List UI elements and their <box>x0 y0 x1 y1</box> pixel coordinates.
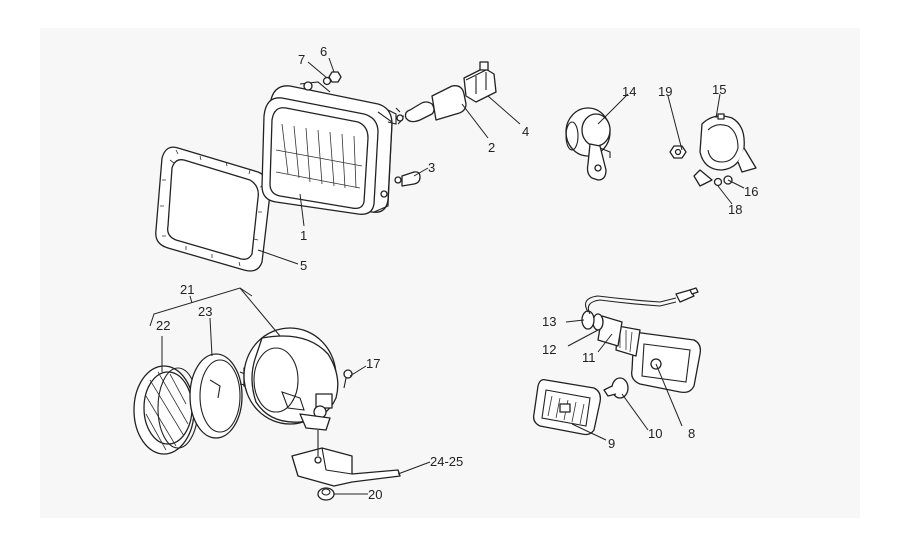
callout-5: 5 <box>300 258 307 273</box>
callout-3: 3 <box>428 160 435 175</box>
callout-4: 4 <box>522 124 529 139</box>
headlight-bulb <box>395 85 467 125</box>
callout-15: 15 <box>712 82 726 97</box>
mounting-bracket <box>291 430 401 487</box>
callout-2: 2 <box>488 140 495 155</box>
callout-24-25: 24-25 <box>430 454 463 469</box>
round-headlight-lens <box>133 365 199 455</box>
callout-1: 1 <box>300 228 307 243</box>
callout-16: 16 <box>744 184 758 199</box>
callout-labels: 1 2 3 4 5 6 7 8 9 10 11 12 13 14 15 16 1… <box>156 44 758 502</box>
callout-22: 22 <box>156 318 170 333</box>
callout-8: 8 <box>688 426 695 441</box>
turn-signal-9 <box>532 378 602 436</box>
headlight-gasket <box>155 146 271 272</box>
callout-6: 6 <box>320 44 327 59</box>
signal-stalk-11 <box>597 315 623 347</box>
callout-11: 11 <box>582 350 596 365</box>
nut-19 <box>669 145 687 159</box>
callout-23: 23 <box>198 304 212 319</box>
parking-bulb <box>394 171 421 187</box>
callout-14: 14 <box>622 84 636 99</box>
callout-18: 18 <box>728 202 742 217</box>
callout-21: 21 <box>180 282 194 297</box>
screw-17 <box>343 369 353 389</box>
callout-13: 13 <box>542 314 556 329</box>
horn-right <box>693 113 757 187</box>
horn-left <box>565 107 611 181</box>
callout-12: 12 <box>542 342 556 357</box>
nut-20 <box>317 487 335 501</box>
headlight-unit <box>261 81 397 215</box>
headlight-shell <box>243 327 339 431</box>
signal-wire <box>585 287 699 315</box>
callout-10: 10 <box>648 426 662 441</box>
callout-19: 19 <box>658 84 672 99</box>
leader-lines <box>149 57 745 495</box>
callout-17: 17 <box>366 356 380 371</box>
signal-bulb <box>603 377 629 399</box>
callout-7: 7 <box>298 52 305 67</box>
turn-signal-8 <box>615 325 702 394</box>
callout-9: 9 <box>608 436 615 451</box>
washer-18 <box>713 177 723 187</box>
bulb-connector <box>463 61 497 103</box>
nut-6 <box>328 71 342 83</box>
callout-20: 20 <box>368 487 382 502</box>
